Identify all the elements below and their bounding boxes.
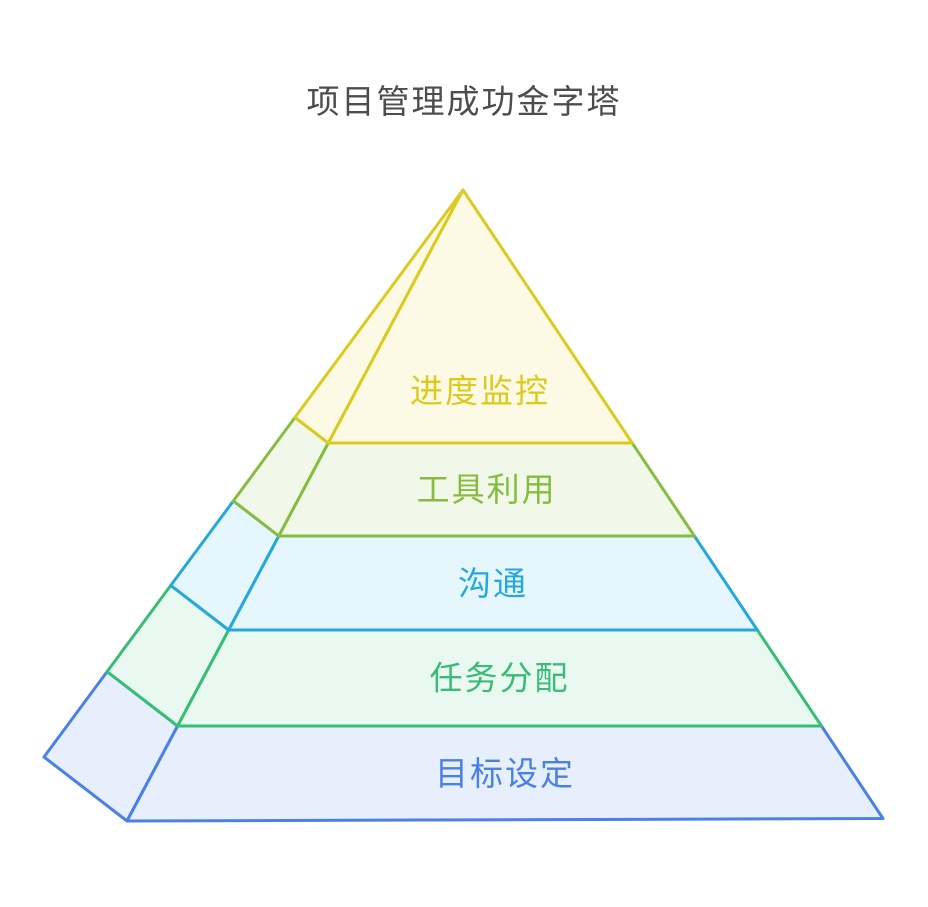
diagram-title: 项目管理成功金字塔 (306, 83, 622, 120)
pyramid-level-1-label: 进度监控 (410, 373, 550, 410)
pyramid-level-1 (293, 188, 634, 445)
pyramid-level-5 (42, 670, 885, 823)
pyramid-level-3-label: 沟通 (458, 565, 528, 602)
pyramid-level-4 (105, 583, 823, 728)
pyramid-level-4-label: 任务分配 (430, 660, 570, 697)
pyramid-level-1-front-face (326, 188, 634, 445)
pyramid-level-5-label: 目标设定 (435, 755, 575, 792)
pyramid-level-2-label: 工具利用 (417, 471, 557, 508)
